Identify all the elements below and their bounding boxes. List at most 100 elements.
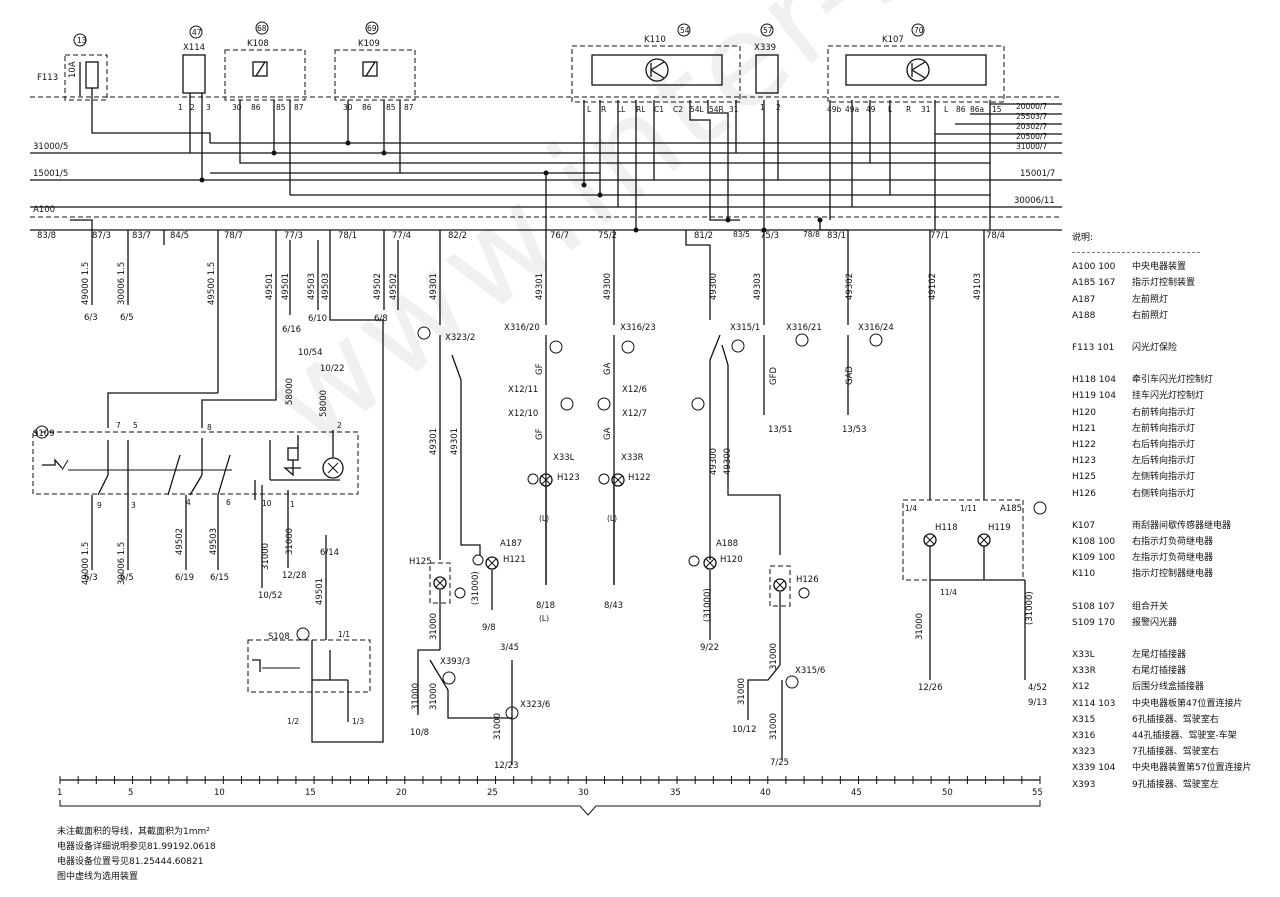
- ruler-label-35: 35: [670, 788, 681, 798]
- legend-code: A187: [1072, 294, 1096, 305]
- k107-pin-86: 86: [956, 105, 966, 114]
- svg-text:31000: 31000: [769, 713, 779, 740]
- svg-text:10/12: 10/12: [732, 725, 757, 735]
- legend-code: X323: [1072, 747, 1096, 758]
- legend-code: X393: [1072, 779, 1096, 790]
- k109-pin-87: 87: [404, 103, 414, 112]
- internal-links: [91, 93, 991, 230]
- k110-pin-ll: LL: [617, 105, 626, 114]
- svg-text:1/11: 1/11: [960, 504, 977, 513]
- svg-text:8/43: 8/43: [604, 601, 623, 611]
- connector-symbols: [35, 326, 1047, 720]
- terminal-84-5: 84/5: [170, 231, 189, 241]
- k107-pin-l2: L: [944, 105, 949, 114]
- svg-text:31000: 31000: [915, 613, 925, 640]
- svg-text:2: 2: [337, 421, 342, 430]
- svg-text:30006 1.5: 30006 1.5: [117, 542, 127, 585]
- svg-text:31000: 31000: [493, 713, 503, 740]
- svg-text:49502: 49502: [373, 273, 383, 300]
- legend-desc: 指示灯控制装置: [1132, 278, 1196, 289]
- k108-ref: 68: [257, 24, 267, 33]
- svg-text:12/23: 12/23: [494, 761, 519, 771]
- legend-code: A188: [1072, 310, 1096, 321]
- legend-desc: 右前转向指示灯: [1132, 407, 1196, 418]
- ruler-ticks: [59, 776, 1041, 784]
- legend-code: H119 104: [1072, 391, 1116, 402]
- svg-text:(L): (L): [539, 514, 549, 523]
- svg-text:31000: 31000: [429, 613, 439, 640]
- bus-31000-5: 31000/5: [33, 142, 68, 152]
- svg-text:6: 6: [226, 498, 231, 507]
- lamp-wiring: (L) (L) (L): [417, 486, 1026, 765]
- k110-pin-l: L: [587, 105, 592, 114]
- terminal-81-2: 81/2: [694, 231, 713, 241]
- note-line: 电器设备位置号见81.25444.60821: [57, 857, 204, 867]
- legend-code: H125: [1072, 472, 1096, 483]
- k107-ref: 70: [914, 26, 924, 35]
- svg-text:X323/6: X323/6: [520, 700, 550, 710]
- lamp-h119-icon: [977, 533, 991, 547]
- lamps: H123 H122 H125 A187 H121 A188 H120 H126: [409, 473, 1024, 607]
- svg-text:X33L: X33L: [553, 453, 575, 463]
- svg-text:8/18: 8/18: [536, 601, 555, 611]
- svg-text:9/8: 9/8: [482, 623, 496, 633]
- legend-code: S108 107: [1072, 601, 1115, 612]
- svg-text:1/3: 1/3: [352, 717, 364, 726]
- legend-desc: 牵引车闪光灯控制灯: [1132, 375, 1214, 386]
- svg-text:58000: 58000: [285, 378, 295, 405]
- ruler-label-25: 25: [487, 788, 498, 798]
- svg-text:X316/20: X316/20: [504, 323, 540, 333]
- s108-label: S108: [268, 632, 290, 642]
- svg-text:(31000): (31000): [703, 588, 713, 622]
- legend-desc: 右侧转向指示灯: [1132, 488, 1196, 499]
- svg-text:31000: 31000: [285, 528, 295, 555]
- legend-code: X33R: [1072, 666, 1096, 677]
- svg-text:10/8: 10/8: [410, 728, 429, 738]
- svg-text:GAD: GAD: [845, 366, 855, 385]
- connector-labels: X316/20 X316/23 X316/21 X316/24 X323/2 X…: [440, 323, 894, 710]
- svg-text:6/10: 6/10: [308, 314, 327, 324]
- legend-code: X316: [1072, 731, 1096, 742]
- svg-text:H122: H122: [628, 473, 651, 483]
- legend-spacer: [1072, 356, 1272, 372]
- k107-pin-31: 31: [921, 105, 931, 114]
- svg-text:X12/6: X12/6: [622, 385, 647, 395]
- svg-text:GFD: GFD: [769, 367, 779, 385]
- k107-pin-86a: 86a: [970, 105, 984, 114]
- svg-text:13/53: 13/53: [842, 425, 867, 435]
- svg-text:49303: 49303: [753, 273, 763, 300]
- legend-spacer: [1072, 502, 1272, 518]
- ruler-label-50: 50: [942, 788, 953, 798]
- svg-text:X33R: X33R: [621, 453, 644, 463]
- wire-drops: [70, 173, 985, 743]
- svg-text:49502: 49502: [175, 528, 185, 555]
- svg-text:49501: 49501: [265, 273, 275, 300]
- legend-code: K107: [1072, 520, 1096, 531]
- k110-pin-31: 31: [729, 105, 739, 114]
- k107-label: K107: [882, 35, 904, 45]
- lamp-h121-icon: [485, 556, 499, 570]
- k107-out-20000: 20000/7: [1016, 102, 1047, 111]
- svg-text:49301: 49301: [429, 273, 439, 300]
- grid-ruler: 1 5 10 15 20 25 30 35 40 45 50 55: [57, 776, 1043, 816]
- svg-text:49503: 49503: [321, 273, 331, 300]
- svg-text:6/16: 6/16: [282, 325, 301, 335]
- legend-code: H122: [1072, 440, 1096, 451]
- note-line: 未注截面积的导线，其截面积为1mm²: [57, 827, 210, 837]
- ruler-label-10: 10: [214, 788, 225, 798]
- k108-pin-30: 30: [232, 103, 242, 112]
- terminal-75-2: 75/2: [598, 231, 617, 241]
- legend-code: X315: [1072, 714, 1096, 725]
- legend-spacer: [1072, 631, 1272, 647]
- svg-text:A187: A187: [500, 539, 522, 549]
- k110-pin-54l: 54L: [690, 105, 705, 114]
